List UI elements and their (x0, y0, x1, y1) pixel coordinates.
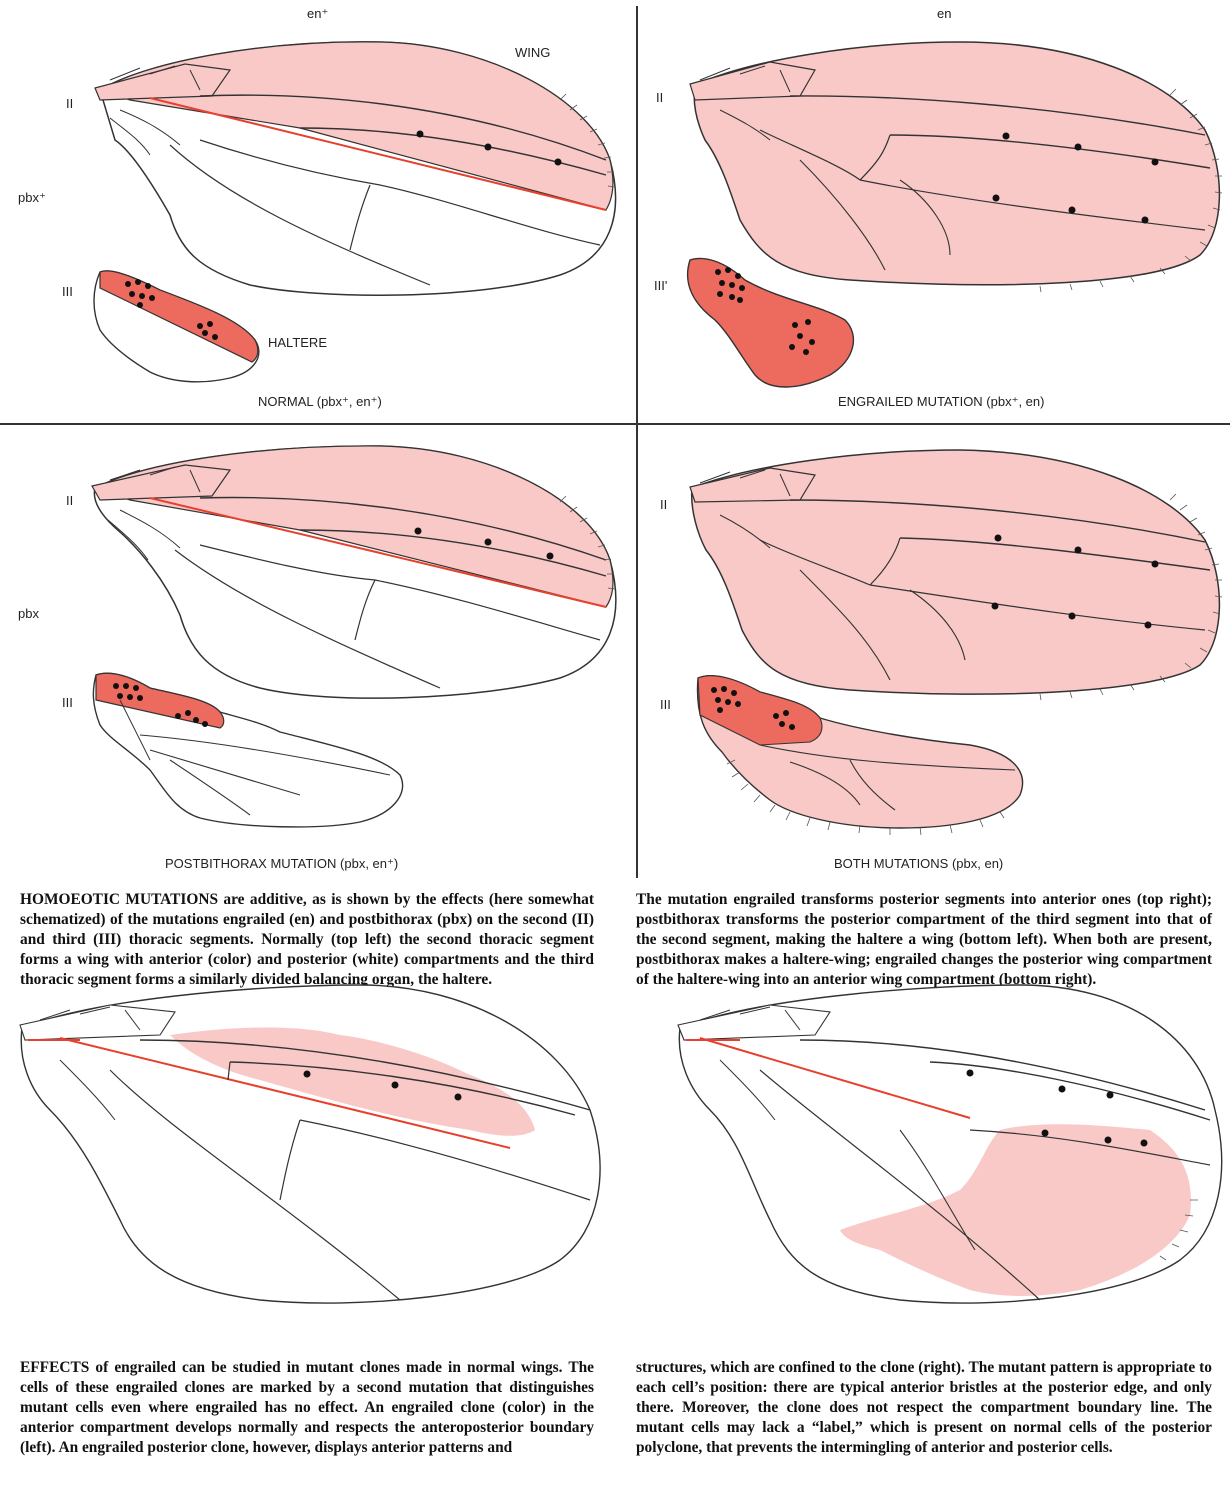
column-header-en-plus: en⁺ (307, 6, 329, 21)
column-header-en: en (937, 6, 952, 21)
caption-effects-left: EFFECTS of engrailed can be studied in m… (20, 1359, 594, 1456)
wing-label: WING (515, 45, 551, 60)
segment-label-iii-both: III (660, 697, 671, 712)
row-label-pbx-plus: pbx⁺ (18, 190, 46, 205)
row-label-pbx: pbx (18, 606, 39, 621)
segment-label-iii-pbx: III (62, 695, 73, 710)
anterior-clone (170, 1027, 535, 1136)
normal-wing-boundary (149, 97, 607, 211)
segment-label-ii-en: II (656, 90, 664, 105)
panel-title-postbithorax: POSTBITHORAX MUTATION (pbx, en⁺) (165, 856, 399, 871)
pbx-wing-anterior (93, 445, 614, 608)
segment-label-iii: III (62, 284, 73, 299)
panel-title-both: BOTH MUTATIONS (pbx, en) (834, 856, 1004, 871)
caption-homoeotic-left: HOMOEOTIC MUTATIONS are additive, as is … (20, 891, 594, 988)
segment-label-ii-pbx: II (66, 493, 74, 508)
panel-title-normal: NORMAL (pbx⁺, en⁺) (258, 394, 382, 409)
engrailed-wing-outline (693, 41, 1221, 286)
segment-label-ii-both: II (660, 497, 668, 512)
normal-haltere-anterior (99, 270, 259, 363)
panel-title-engrailed: ENGRAILED MUTATION (pbx⁺, en) (838, 394, 1045, 409)
vertical-divider (636, 6, 638, 878)
haltere-label: HALTERE (268, 335, 327, 350)
horizontal-divider (0, 423, 1230, 425)
segment-label-ii: II (66, 96, 74, 111)
both-wing-outline (690, 449, 1221, 695)
posterior-clone (840, 1124, 1191, 1296)
caption-effects-right: structures, which are confined to the cl… (636, 1359, 1212, 1456)
segment-label-iii-prime: III' (654, 278, 668, 293)
caption-homoeotic-right: The mutation engrailed transforms poster… (636, 891, 1212, 988)
engrailed-haltere (686, 257, 855, 388)
